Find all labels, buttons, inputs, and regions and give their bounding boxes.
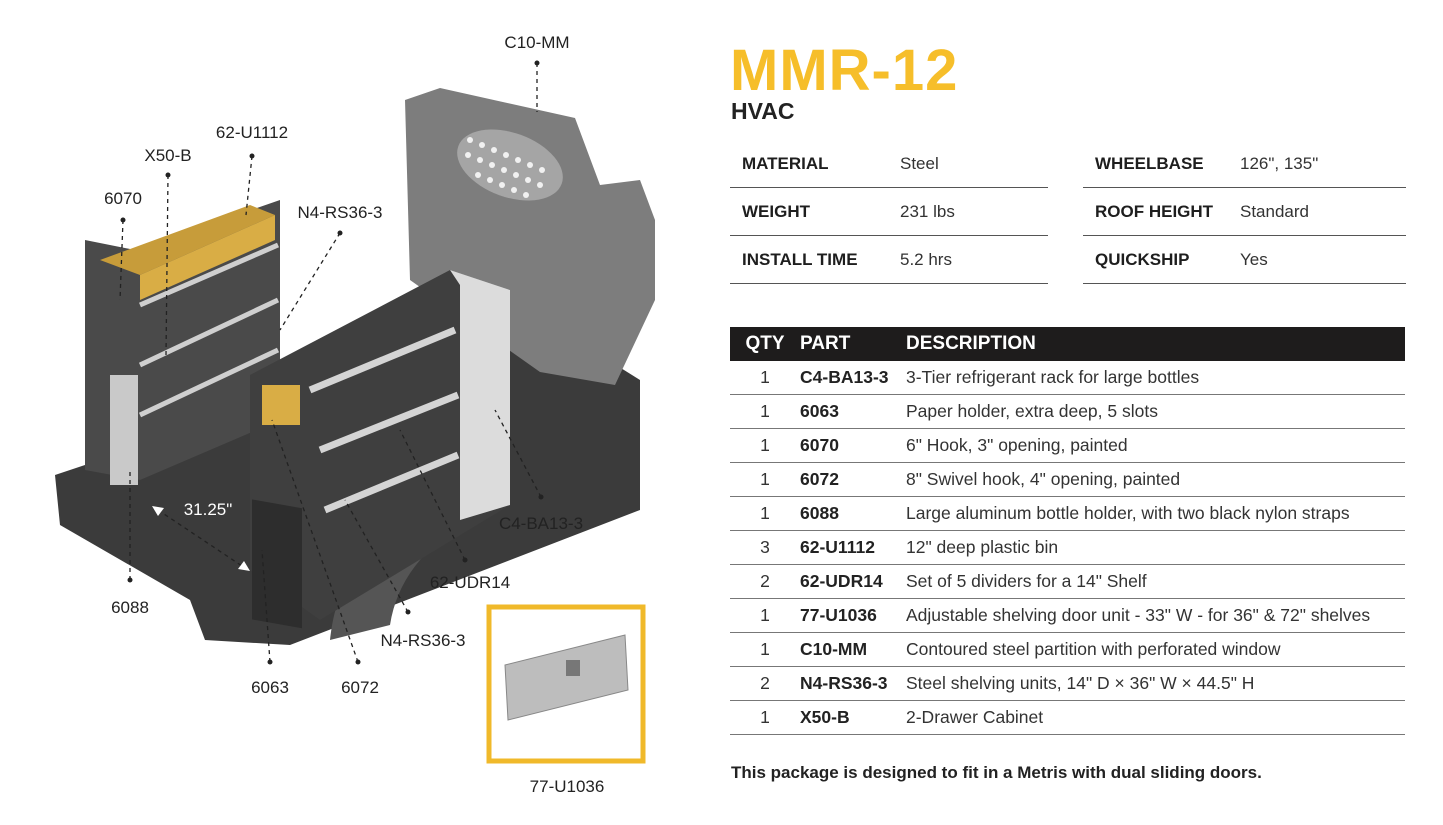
cell-part: 6070 (800, 428, 906, 463)
spec-label: WEIGHT (742, 201, 810, 221)
spec-value: Steel (900, 153, 939, 173)
spec-row: WEIGHT 231 lbs (730, 188, 1048, 236)
spec-row: ROOF HEIGHT Standard (1083, 188, 1406, 236)
spec-row: QUICKSHIP Yes (1083, 236, 1406, 284)
spec-row: WHEELBASE 126", 135" (1083, 140, 1406, 188)
callout-6070: 6070 (104, 189, 142, 208)
cell-qty: 1 (730, 700, 800, 735)
specs-left: MATERIAL Steel WEIGHT 231 lbs INSTALL TIME… (730, 140, 1048, 284)
callout-c4-ba13-3: C4-BA13-3 (498, 514, 584, 533)
spec-row: INSTALL TIME 5.2 hrs (730, 236, 1048, 284)
fitment-note: This package is designed to fit in a Met… (731, 763, 1262, 782)
product-category: HVAC (731, 98, 795, 124)
spec-label: ROOF HEIGHT (1095, 201, 1214, 221)
cell-description: 6" Hook, 3" opening, painted (906, 428, 1405, 463)
right-shelf-unit (250, 270, 510, 620)
callout-6063: 6063 (251, 678, 289, 697)
cell-part: 6088 (800, 496, 906, 531)
cell-part: 77-U1036 (800, 598, 906, 633)
cell-qty: 1 (730, 428, 800, 463)
callout-x50-b: X50-B (144, 146, 192, 165)
cell-qty: 1 (730, 632, 800, 667)
dimension-label: 31.25" (183, 500, 233, 519)
cell-description: 3-Tier refrigerant rack for large bottle… (906, 361, 1405, 395)
plastic-bins (100, 205, 275, 275)
table-header-row: QTY PART DESCRIPTION (730, 327, 1405, 361)
cell-part: 6063 (800, 394, 906, 429)
cell-description: Adjustable shelving door unit - 33" W - … (906, 598, 1405, 633)
drawer-cabinet (252, 499, 302, 629)
cell-qty: 1 (730, 394, 800, 429)
cell-part: C10-MM (800, 632, 906, 667)
cell-part: X50-B (800, 700, 906, 735)
cell-description: Paper holder, extra deep, 5 slots (906, 394, 1405, 429)
spec-label: WHEELBASE (1095, 153, 1204, 173)
cell-part: C4-BA13-3 (800, 361, 906, 395)
leader-lines (119, 63, 542, 663)
cell-qty: 2 (730, 666, 800, 701)
spec-value: 5.2 hrs (900, 249, 952, 269)
cell-qty: 3 (730, 530, 800, 565)
cell-qty: 1 (730, 496, 800, 531)
van-shelving-illustration (55, 60, 655, 764)
cell-part: 62-U1112 (800, 530, 906, 565)
cell-part: N4-RS36-3 (800, 666, 906, 701)
cell-qty: 1 (730, 598, 800, 633)
callout-c10-mm: C10-MM (504, 33, 570, 52)
cell-part: 62-UDR14 (800, 564, 906, 599)
door-unit-77-u1036 (504, 634, 629, 721)
spec-value: Standard (1240, 201, 1309, 221)
cell-description: Contoured steel partition with perforate… (906, 632, 1405, 667)
spec-label: QUICKSHIP (1095, 249, 1190, 269)
cell-part: 6072 (800, 462, 906, 497)
header-description: DESCRIPTION (906, 327, 1405, 361)
callout-6088: 6088 (111, 598, 149, 617)
callout-77-u1036: 77-U1036 (529, 777, 605, 796)
cell-description: 2-Drawer Cabinet (906, 700, 1405, 735)
callout-62-u1112: 62-U1112 (215, 123, 289, 142)
spec-value: 126", 135" (1240, 153, 1319, 173)
cell-qty: 2 (730, 564, 800, 599)
cell-qty: 1 (730, 361, 800, 395)
dimension-arrow-end (238, 561, 250, 571)
dimension-arrow-start (152, 506, 164, 516)
cell-description: Large aluminum bottle holder, with two b… (906, 496, 1405, 531)
cell-qty: 1 (730, 462, 800, 497)
spec-label: MATERIAL (742, 153, 829, 173)
callout-6072: 6072 (341, 678, 379, 697)
spec-value: Yes (1240, 249, 1268, 269)
bottle-holder (110, 375, 138, 485)
spec-value: 231 lbs (900, 201, 955, 221)
header-part: PART (800, 327, 906, 361)
spec-label: INSTALL TIME (742, 249, 858, 269)
cell-description: Set of 5 dividers for a 14" Shelf (906, 564, 1405, 599)
spec-row: MATERIAL Steel (730, 140, 1048, 188)
product-title: MMR-12 (730, 38, 959, 103)
cell-description: Steel shelving units, 14" D × 36" W × 44… (906, 666, 1405, 701)
paper-holder (262, 385, 300, 425)
cell-description: 12" deep plastic bin (906, 530, 1405, 565)
callout-62-udr14: 62-UDR14 (429, 573, 511, 592)
callout-n4-rs36-3-top: N4-RS36-3 (297, 203, 383, 222)
header-qty: QTY (730, 327, 800, 361)
cell-description: 8" Swivel hook, 4" opening, painted (906, 462, 1405, 497)
callout-n4-rs36-3-bottom: N4-RS36-3 (380, 631, 466, 650)
